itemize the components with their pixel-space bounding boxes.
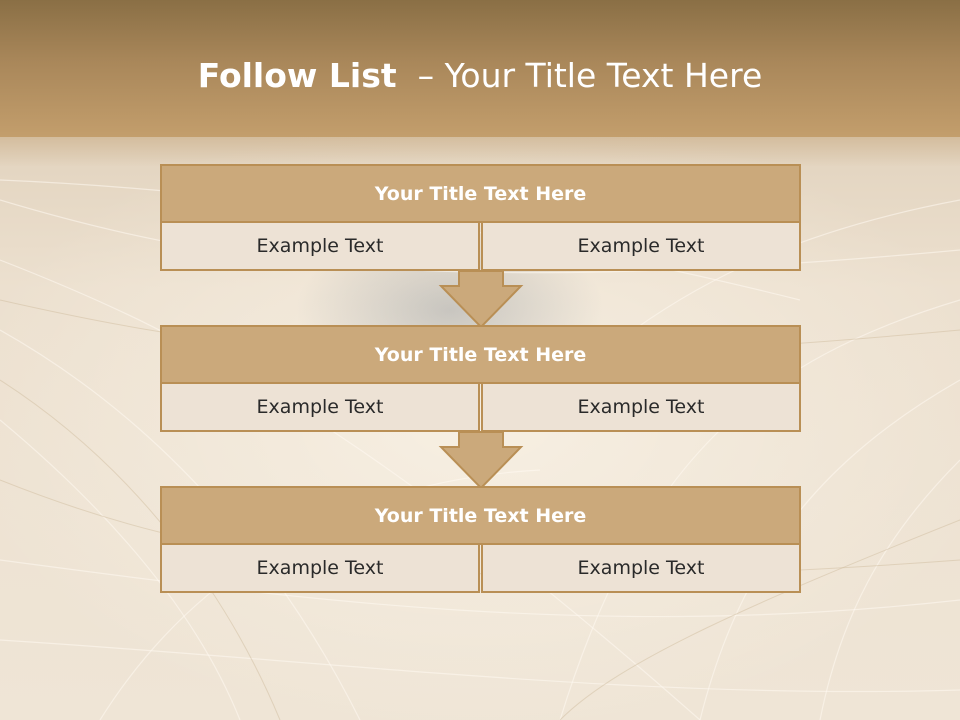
down-arrow-icon xyxy=(438,270,524,329)
slide-title: Follow List – Your Title Text Here xyxy=(0,52,960,100)
title-bar-fade xyxy=(0,137,960,167)
step-2-left-text: Example Text xyxy=(160,382,480,432)
step-1-title: Your Title Text Here xyxy=(160,164,801,223)
step-1-right-text: Example Text xyxy=(481,221,801,271)
title-bar xyxy=(0,0,960,137)
step-3-right-text: Example Text xyxy=(481,543,801,593)
slide-title-bold: Follow List xyxy=(197,56,397,95)
slide-title-rest: – Your Title Text Here xyxy=(396,56,763,95)
step-box-2: Your Title Text Here Example Text Exampl… xyxy=(160,325,801,432)
down-arrow-icon xyxy=(438,431,524,490)
step-2-title: Your Title Text Here xyxy=(160,325,801,384)
step-2-right-text: Example Text xyxy=(481,382,801,432)
step-3-left-text: Example Text xyxy=(160,543,480,593)
step-box-3: Your Title Text Here Example Text Exampl… xyxy=(160,486,801,593)
step-1-left-text: Example Text xyxy=(160,221,480,271)
step-3-title: Your Title Text Here xyxy=(160,486,801,545)
step-box-1: Your Title Text Here Example Text Exampl… xyxy=(160,164,801,271)
